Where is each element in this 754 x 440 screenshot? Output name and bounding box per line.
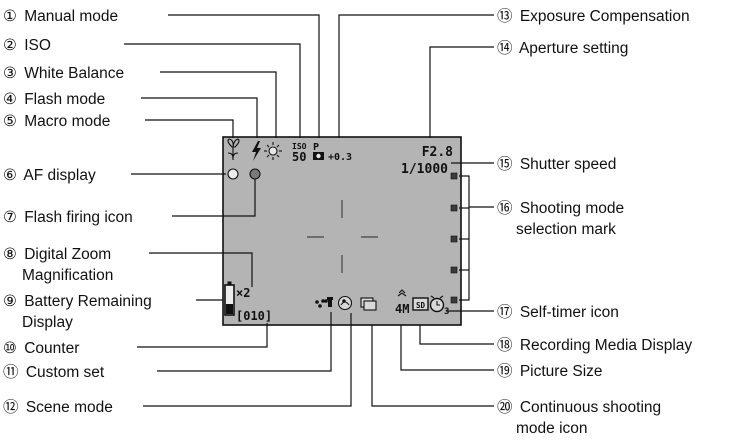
- callout-6-number: ⑥: [3, 167, 17, 184]
- callout-18-text: Recording Media Display: [520, 337, 693, 354]
- aperture-value: F2.8: [422, 145, 453, 160]
- leader-lines: [124, 14, 494, 407]
- manual-mode-mark: P: [313, 142, 319, 153]
- callout-1-text: Manual mode: [24, 8, 118, 25]
- battery-icon: [224, 281, 235, 316]
- svg-text:① Manual mode: ① Manual mode: [3, 8, 118, 25]
- callout-19-number: ⑲: [497, 362, 513, 380]
- shutter-speed-value: 1/1000: [401, 162, 448, 177]
- svg-text:⑤ Macro mode: ⑤ Macro mode: [3, 113, 110, 130]
- callout-4-text: Flash mode: [24, 91, 105, 108]
- svg-text:⑳ Continuous shooting: ⑳ Continuous shooting: [497, 398, 661, 416]
- callout-10-number: ⑩: [3, 340, 17, 357]
- iso-value: 50: [292, 150, 306, 164]
- picture-size-value: 4M: [395, 302, 409, 316]
- callout-13-text: Exposure Compensation: [520, 8, 690, 25]
- callout-14-number: ⑭: [497, 39, 513, 57]
- callout-16-number: ⑯: [497, 199, 513, 217]
- svg-text:⑥ AF display: ⑥ AF display: [3, 167, 96, 184]
- picture-size-icon: 4M: [395, 289, 409, 316]
- callout-2-number: ②: [3, 37, 17, 54]
- scene-mode-icon: [337, 295, 353, 311]
- recording-media-value: SD: [416, 301, 426, 310]
- self-timer-icon: 3: [429, 295, 449, 317]
- callout-labels-left: ① Manual mode ② ISO ③ White Balance ④ Fl…: [3, 8, 152, 416]
- svg-text:⑲ Picture Size: ⑲ Picture Size: [497, 362, 603, 380]
- iso-label: ISO: [292, 142, 307, 151]
- callout-19-text: Picture Size: [520, 363, 603, 380]
- svg-text:④ Flash mode: ④ Flash mode: [3, 91, 105, 108]
- callout-20-number: ⑳: [497, 398, 513, 416]
- continuous-shooting-icon: [360, 297, 377, 311]
- callout-9-text: Battery Remaining: [24, 293, 152, 310]
- af-display-icon: [227, 168, 239, 180]
- exposure-compensation-value: +0.3: [328, 152, 352, 163]
- callout-18-number: ⑱: [497, 336, 513, 354]
- white-balance-icon: [264, 142, 282, 160]
- svg-text:⑫ Scene mode: ⑫ Scene mode: [3, 398, 113, 416]
- svg-text:⑭ Aperture setting: ⑭ Aperture setting: [497, 39, 628, 57]
- svg-text:⑮ Shutter speed: ⑮ Shutter speed: [497, 155, 616, 173]
- svg-text:⑦ Flash firing icon: ⑦ Flash firing icon: [3, 209, 133, 226]
- svg-text:⑧ Digital Zoom: ⑧ Digital Zoom: [3, 246, 111, 263]
- callout-20-text-line2: mode icon: [516, 420, 588, 437]
- callout-16-text: Shooting mode: [520, 200, 624, 217]
- callout-15-number: ⑮: [497, 155, 513, 173]
- callout-8-number: ⑧: [3, 246, 17, 263]
- callout-7-number: ⑦: [3, 209, 17, 226]
- callout-9-text-line2: Display: [22, 314, 73, 331]
- custom-set-icon: [315, 297, 333, 308]
- callout-8-text-line2: Magnification: [22, 267, 113, 284]
- svg-text:⑰ Self-timer icon: ⑰ Self-timer icon: [497, 303, 619, 321]
- callout-20-text: Continuous shooting: [520, 399, 661, 416]
- svg-text:⑬ Exposure Compensation: ⑬ Exposure Compensation: [497, 7, 690, 25]
- svg-text:② ISO: ② ISO: [3, 37, 51, 54]
- callout-7-text: Flash firing icon: [24, 209, 133, 226]
- svg-text:⑯ Shooting mode: ⑯ Shooting mode: [497, 199, 624, 217]
- callout-labels-right: ⑬ Exposure Compensation ⑭ Aperture setti…: [497, 7, 692, 437]
- callout-15-text: Shutter speed: [520, 156, 617, 173]
- callout-11-number: ⑪: [3, 363, 19, 381]
- self-timer-value: 3: [444, 307, 449, 317]
- callout-17-text: Self-timer icon: [520, 304, 619, 321]
- recording-media-icon: SD: [412, 297, 429, 311]
- callout-9-number: ⑨: [3, 293, 17, 310]
- macro-mode-icon: [227, 138, 240, 160]
- callout-3-number: ③: [3, 65, 17, 82]
- svg-text:③ White Balance: ③ White Balance: [3, 65, 124, 82]
- digital-zoom-value: ×2: [236, 286, 250, 300]
- svg-text:⑨ Battery Remaining: ⑨ Battery Remaining: [3, 293, 152, 310]
- callout-10-text: Counter: [24, 340, 79, 357]
- svg-text:⑩ Counter: ⑩ Counter: [3, 340, 79, 357]
- callout-6-text: AF display: [23, 167, 96, 184]
- callout-12-text: Scene mode: [26, 399, 113, 416]
- focus-crosshair: [307, 200, 378, 273]
- iso-indicator: ISO 50: [292, 142, 307, 164]
- callout-1-number: ①: [3, 8, 17, 25]
- counter-value: [010]: [236, 309, 272, 323]
- callout-12-number: ⑫: [3, 398, 19, 416]
- callout-4-number: ④: [3, 91, 17, 108]
- callout-13-number: ⑬: [497, 7, 513, 25]
- callout-3-text: White Balance: [24, 65, 124, 82]
- callout-11-text: Custom set: [26, 364, 105, 381]
- shooting-mode-selection-marks: [450, 172, 458, 304]
- callout-14-text: Aperture setting: [519, 40, 628, 57]
- callout-17-number: ⑰: [497, 303, 513, 321]
- flash-mode-icon: [252, 141, 261, 161]
- callout-5-text: Macro mode: [24, 113, 110, 130]
- svg-text:⑱ Recording Media Displa: ⑱ Recording Media Display: [497, 336, 692, 354]
- callout-16-text-line2: selection mark: [516, 221, 616, 238]
- callout-2-text: ISO: [24, 37, 51, 54]
- svg-text:⑪ Custom set: ⑪ Custom set: [3, 363, 105, 381]
- lcd-screen: [222, 136, 462, 326]
- manual-mode-icon: P: [313, 142, 324, 160]
- flash-firing-icon: [249, 168, 261, 180]
- callout-8-text: Digital Zoom: [24, 246, 111, 263]
- callout-5-number: ⑤: [3, 113, 17, 130]
